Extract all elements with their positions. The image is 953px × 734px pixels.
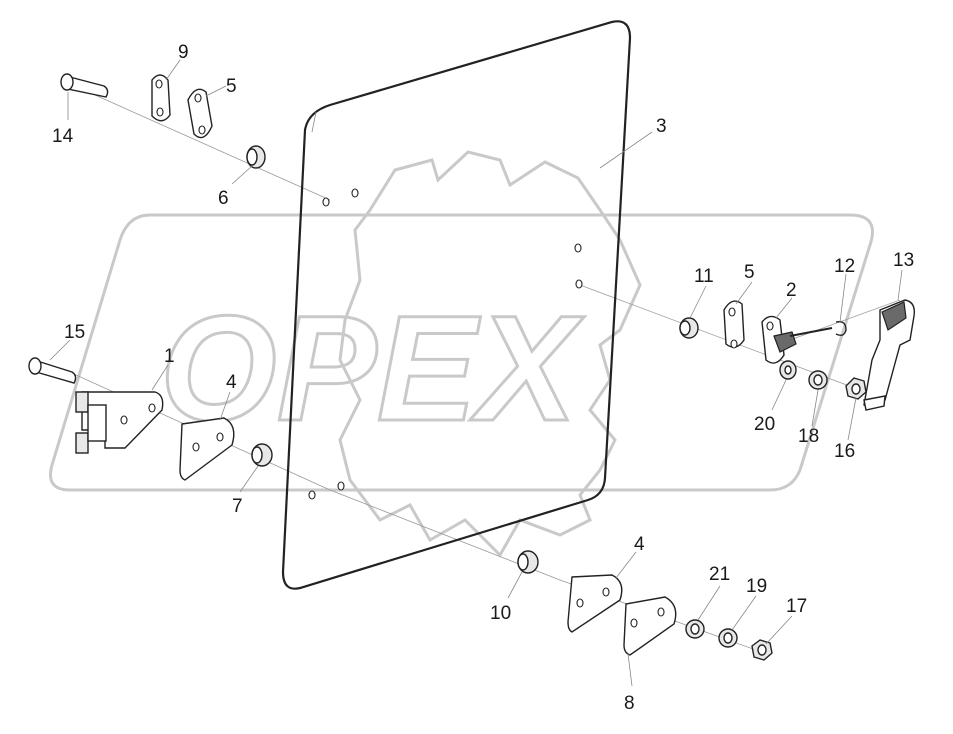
callout-4-left: 4 (226, 372, 237, 393)
glass-panel-outline (281, 20, 632, 590)
plate-4-left (179, 417, 235, 481)
panel-hole (351, 188, 359, 198)
bushing-10 (517, 550, 539, 574)
washer-19 (718, 628, 738, 648)
callout-10: 10 (490, 603, 511, 624)
glass-panel (281, 20, 632, 590)
watermark: OPEX (49, 150, 874, 558)
washer-18 (808, 370, 828, 390)
handle-13 (863, 299, 915, 411)
callout-18: 18 (798, 426, 819, 447)
callout-9: 9 (178, 42, 189, 63)
plate-8 (623, 596, 677, 656)
callout-1: 1 (164, 346, 175, 367)
latch-plate-2 (761, 315, 833, 364)
callout-13: 13 (893, 250, 914, 271)
callout-7: 7 (232, 496, 243, 517)
callout-17: 17 (786, 596, 807, 617)
nut-16 (845, 377, 867, 400)
clip-12 (835, 320, 847, 337)
callout-16: 16 (834, 441, 855, 462)
callout-5-right: 5 (744, 262, 755, 283)
plate-9 (151, 74, 171, 122)
callout-numbers: 9 5 14 6 3 15 1 4 7 10 4 8 21 19 17 11 5… (52, 42, 914, 714)
plate-4-bottom (567, 574, 623, 633)
callout-21: 21 (709, 564, 730, 585)
washer-20 (779, 360, 797, 380)
nut-17 (751, 639, 773, 661)
leader-lines (49, 59, 903, 687)
bolt-14 (60, 73, 109, 98)
bushing-6 (246, 145, 266, 169)
callout-20: 20 (754, 414, 775, 435)
watermark-badge (49, 213, 874, 492)
hinge-1 (75, 391, 164, 454)
bolt-15 (28, 357, 77, 384)
panel-hole (575, 279, 583, 289)
callout-12: 12 (834, 256, 855, 277)
callout-2: 2 (786, 280, 797, 301)
watermark-gear (338, 150, 642, 558)
bushing-11 (679, 317, 699, 339)
callout-3: 3 (656, 116, 667, 137)
plate-5-top (187, 88, 213, 139)
callout-5-top: 5 (226, 76, 237, 97)
callout-8: 8 (624, 693, 635, 714)
callout-14: 14 (52, 126, 74, 147)
plate-5-right (723, 300, 745, 349)
callout-4-bottom: 4 (634, 534, 645, 555)
callout-6: 6 (218, 188, 229, 209)
panel-hole (574, 243, 582, 253)
callout-11: 11 (694, 266, 714, 287)
panel-hole (308, 490, 316, 500)
bushing-7 (251, 443, 273, 467)
panel-hole (337, 481, 345, 491)
washer-21 (685, 619, 705, 639)
callout-19: 19 (746, 576, 767, 597)
panel-hole (322, 197, 330, 207)
callout-15: 15 (64, 322, 85, 343)
